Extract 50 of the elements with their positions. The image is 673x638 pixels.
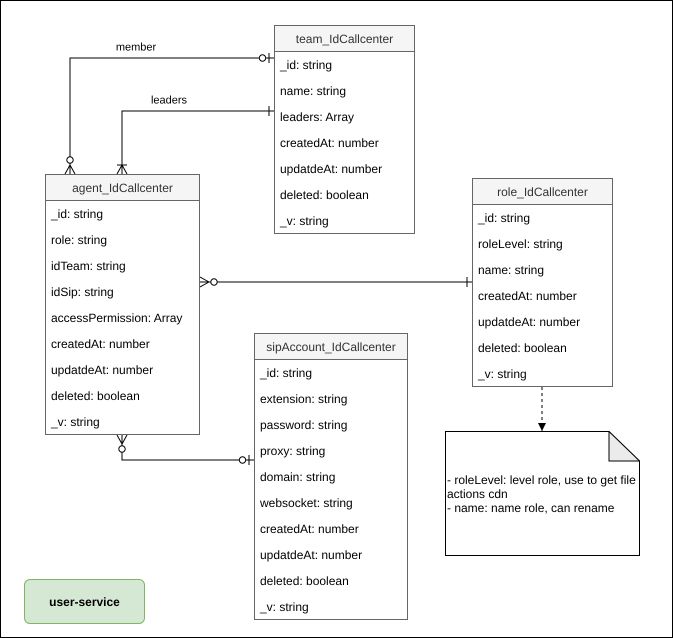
field-row-text: _v: string — [278, 213, 330, 230]
field-row-text: role: string — [50, 232, 108, 249]
field-row-text: _v: string — [476, 366, 528, 383]
field-row-text: roleLevel: string — [477, 236, 564, 253]
field-row-text: _v: string — [258, 599, 310, 616]
field-row-text: _id: string — [258, 365, 314, 382]
entity-table — [472, 178, 613, 387]
field-row-text: deleted: boolean — [259, 573, 350, 590]
note-text: - roleLevel: level role, use to get file actions cdn — [446, 472, 637, 500]
relationship-line — [64, 52, 274, 174]
field-row-text: updatdeAt: number — [50, 362, 154, 379]
relationship-line — [200, 276, 472, 288]
field-row-text: deleted: boolean — [50, 388, 141, 405]
field-row-text: domain: string — [259, 469, 336, 486]
field-row-text: idSip: string — [50, 284, 115, 301]
table-header: role_IdCallcenter — [473, 179, 612, 205]
table-header: sipAccount_IdCallcenter — [255, 334, 407, 360]
field-row-text: _v: string — [50, 414, 101, 431]
service-label: user-service — [24, 579, 145, 624]
field-row-text: websocket: string — [259, 495, 354, 512]
entity-table — [254, 333, 408, 620]
arrow — [538, 386, 546, 432]
table-header: team_IdCallcenter — [275, 26, 414, 52]
field-row-text: deleted: boolean — [477, 340, 568, 357]
field-row-text: accessPermission: Array — [50, 310, 184, 327]
note-text: - name: name role, can rename — [446, 500, 616, 514]
relationship-line — [116, 434, 254, 466]
field-row-text: proxy: string — [259, 443, 326, 460]
field-row-text: createdAt: number — [259, 521, 360, 538]
field-row-text: name: string — [477, 262, 546, 279]
field-row-text: createdAt: number — [477, 288, 578, 305]
field-row-text: _id: string — [476, 210, 532, 227]
field-row-text: createdAt: number — [279, 135, 380, 152]
field-row-text: _id: string — [278, 57, 334, 74]
entity-table — [274, 25, 415, 234]
field-row-text: _id: string — [50, 206, 104, 223]
field-row-text: extension: string — [259, 391, 348, 408]
field-row-text: updatdeAt: number — [279, 161, 384, 178]
field-row-text: password: string — [259, 417, 348, 434]
field-row-text: idTeam: string — [50, 258, 127, 275]
entity-table — [45, 174, 200, 435]
field-row-text: leaders: Array — [279, 109, 356, 126]
field-row-text: deleted: boolean — [279, 187, 370, 204]
note-shape — [445, 431, 640, 556]
table-header: agent_IdCallcenter — [46, 175, 199, 201]
field-row-text: updatdeAt: number — [477, 314, 582, 331]
relationship-line — [116, 106, 274, 174]
field-row-text: createdAt: number — [50, 336, 151, 353]
field-row-text: name: string — [279, 83, 348, 100]
field-row-text: updatdeAt: number — [259, 547, 364, 564]
